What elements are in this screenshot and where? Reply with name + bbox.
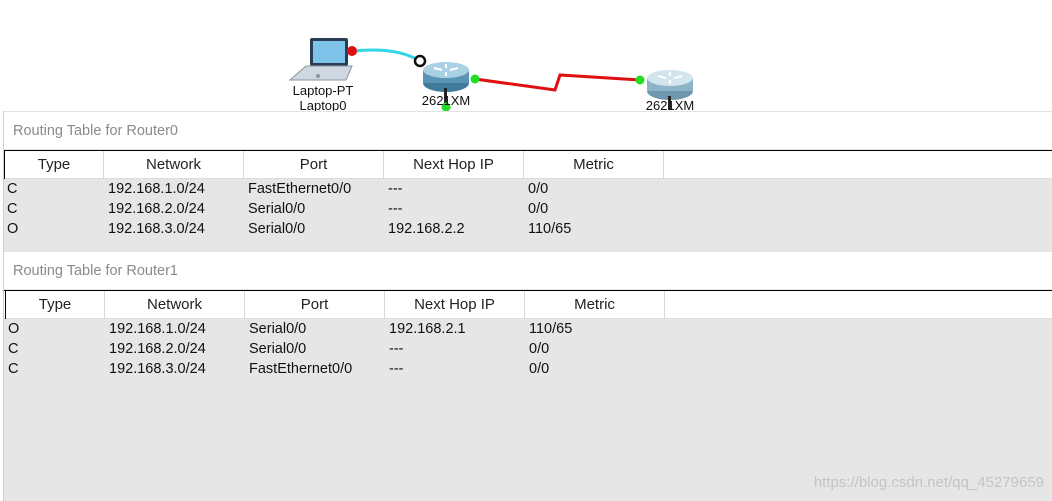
router0-routing-table-window[interactable]: Routing Table for Router0 Type Network P… — [3, 111, 1052, 251]
table-body: O 192.168.1.0/24 Serial0/0 192.168.2.1 1… — [4, 319, 1052, 379]
laptop-label: Laptop-PT Laptop0 — [283, 83, 363, 113]
cell-type: O — [7, 221, 19, 237]
window-title: Routing Table for Router1 — [4, 251, 1052, 289]
router1-serial-port-indicator — [635, 75, 645, 85]
cell-network: 192.168.2.0/24 — [108, 201, 205, 217]
cell-port: Serial0/0 — [248, 221, 306, 237]
table-row[interactable]: C 192.168.1.0/24 FastEthernet0/0 --- 0/0 — [4, 179, 1052, 199]
router0-ethernet-port-indicator — [413, 54, 427, 68]
column-header-type[interactable]: Type — [5, 291, 105, 319]
column-header-port[interactable]: Port — [245, 291, 385, 319]
table-row[interactable]: O 192.168.1.0/24 Serial0/0 192.168.2.1 1… — [4, 319, 1052, 339]
column-header-type[interactable]: Type — [4, 151, 104, 179]
table-row[interactable]: C 192.168.3.0/24 FastEthernet0/0 --- 0/0 — [4, 359, 1052, 379]
router0-label: 2621XM — [421, 93, 471, 108]
cell-port: FastEthernet0/0 — [248, 181, 352, 197]
table-row[interactable]: C 192.168.2.0/24 Serial0/0 --- 0/0 — [4, 339, 1052, 359]
column-header-metric[interactable]: Metric — [525, 291, 665, 319]
cell-next-hop-ip: --- — [388, 201, 403, 217]
cell-metric: 110/65 — [528, 221, 572, 237]
cell-network: 192.168.1.0/24 — [109, 321, 206, 337]
table-row[interactable]: O 192.168.3.0/24 Serial0/0 192.168.2.2 1… — [4, 219, 1052, 239]
router0-icon[interactable] — [423, 62, 469, 104]
cell-network: 192.168.1.0/24 — [108, 181, 205, 197]
cell-metric: 110/65 — [529, 321, 573, 337]
column-header-port[interactable]: Port — [244, 151, 384, 179]
cell-metric: 0/0 — [529, 361, 550, 377]
cell-metric: 0/0 — [528, 201, 549, 217]
ethernet-link[interactable] — [353, 48, 421, 63]
watermark-text: https://blog.csdn.net/qq_45279659 — [813, 474, 1044, 491]
column-header-network[interactable]: Network — [105, 291, 245, 319]
cell-port: Serial0/0 — [249, 341, 307, 357]
table-body: C 192.168.1.0/24 FastEthernet0/0 --- 0/0… — [4, 179, 1052, 239]
window-title: Routing Table for Router0 — [4, 111, 1052, 149]
cell-next-hop-ip: --- — [389, 341, 404, 357]
router1-routing-table-window[interactable]: Routing Table for Router1 Type Network P… — [3, 251, 1052, 501]
laptop-name-label: Laptop0 — [299, 98, 347, 113]
cell-network: 192.168.2.0/24 — [109, 341, 206, 357]
router0-bottom-port-indicator — [441, 102, 451, 112]
cell-metric: 0/0 — [528, 181, 549, 197]
router1-icon[interactable] — [647, 70, 693, 110]
column-header-metric[interactable]: Metric — [524, 151, 664, 179]
cell-type: C — [7, 181, 18, 197]
cell-type: C — [8, 341, 19, 357]
column-header-next-hop-ip[interactable]: Next Hop IP — [384, 151, 524, 179]
table-row[interactable]: C 192.168.2.0/24 Serial0/0 --- 0/0 — [4, 199, 1052, 219]
router1-label: 2621XM — [645, 98, 695, 113]
column-header-next-hop-ip[interactable]: Next Hop IP — [385, 291, 525, 319]
column-header-network[interactable]: Network — [104, 151, 244, 179]
cell-port: Serial0/0 — [249, 321, 307, 337]
table-header: Type Network Port Next Hop IP Metric — [4, 150, 1052, 179]
cell-type: C — [8, 361, 19, 377]
cell-type: C — [7, 201, 18, 217]
laptop-icon[interactable] — [288, 38, 353, 81]
cell-type: O — [8, 321, 20, 337]
cell-port: Serial0/0 — [248, 201, 306, 217]
cell-next-hop-ip: --- — [389, 361, 404, 377]
cell-network: 192.168.3.0/24 — [109, 361, 206, 377]
serial-link[interactable] — [474, 73, 641, 92]
cell-port: FastEthernet0/0 — [249, 361, 353, 377]
cell-next-hop-ip: 192.168.2.2 — [388, 221, 465, 237]
laptop-port-down-indicator — [347, 46, 357, 56]
router0-serial-port-indicator — [470, 74, 480, 84]
cell-metric: 0/0 — [529, 341, 550, 357]
laptop-type-label: Laptop-PT — [292, 83, 354, 98]
topology-canvas — [288, 38, 693, 112]
cell-network: 192.168.3.0/24 — [108, 221, 205, 237]
cell-next-hop-ip: 192.168.2.1 — [389, 321, 466, 337]
table-header: Type Network Port Next Hop IP Metric — [4, 290, 1052, 319]
cell-next-hop-ip: --- — [388, 181, 403, 197]
